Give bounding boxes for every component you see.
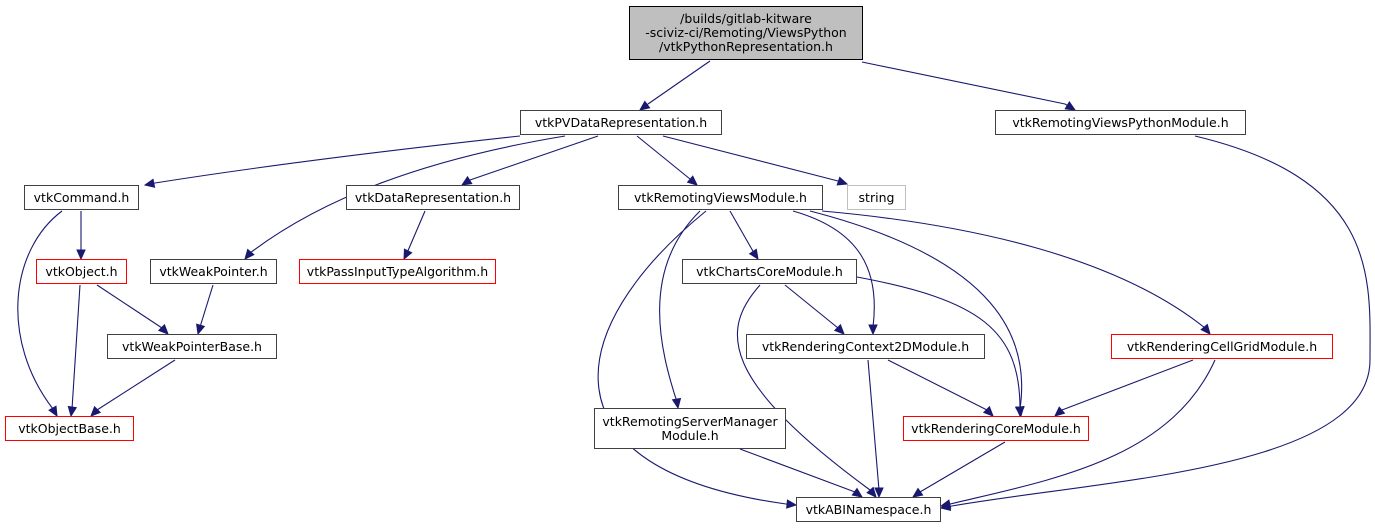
arrowhead-chartscore [748, 248, 759, 261]
node-vtkRemotingViewsModule[interactable]: vtkRemotingViewsModule.h [618, 185, 823, 210]
arrowhead-command [143, 178, 156, 188]
arrowhead-string [836, 176, 849, 186]
arrowhead-pvdatarep [639, 100, 651, 111]
edge-connector [406, 250, 409, 254]
arrowhead-renderingcore [1054, 406, 1066, 417]
edge-cellgrid-to-renderingcore [1061, 359, 1194, 411]
edge-pvdatarep-to-remotingviews [636, 135, 691, 180]
edge-connector [646, 103, 649, 106]
edge-remotingviews-to-servermanager [659, 210, 701, 403]
edge-datarep-to-passinput [406, 210, 426, 254]
edge-pvdatarep-to-command [154, 135, 521, 184]
arrowhead-abinamespace [911, 487, 924, 498]
node-vtkRenderingContext2DModule[interactable]: vtkRenderingContext2DModule.h [746, 334, 985, 359]
edge-object-to-weakpointerbase [96, 284, 163, 329]
edge-servermanager-to-abinamespace [739, 448, 856, 493]
edge-pvdatarep-to-string [662, 135, 839, 182]
node-vtkWeakPointer[interactable]: vtkWeakPointer.h [150, 259, 277, 284]
edge-cellgrid-to-abinamespace [949, 359, 1216, 505]
node-vtkRenderingCellGridModule[interactable]: vtkRenderingCellGridModule.h [1111, 334, 1333, 359]
arrowhead-passinput [403, 248, 413, 261]
edge-connector [1064, 103, 1068, 106]
edge-remotingviewspython-to-abinamespace [951, 135, 1371, 507]
edge-weakpointer-to-weakpointerbase [199, 284, 214, 328]
edge-pvdatarep-to-weakpointer [249, 135, 566, 254]
edge-connector [752, 251, 755, 254]
arrowhead-abinamespace [786, 499, 798, 509]
edge-remotingviews-to-renderingcore [809, 210, 1023, 410]
edge-remotingviews-to-abinamespace [597, 210, 787, 505]
edge-weakpointerbase-to-objectbase [96, 359, 176, 411]
arrowhead-renderingcore [982, 405, 994, 417]
edge-connector [249, 251, 252, 254]
edge-pvdatarep-to-datarep [469, 135, 599, 181]
node-vtkABINamespace[interactable]: vtkABINamespace.h [796, 497, 941, 522]
arrowhead-objectbase [48, 405, 58, 418]
node-vtkDataRepresentation[interactable]: vtkDataRepresentation.h [346, 185, 520, 210]
edge-remotingviews-to-cellgrid [821, 210, 1206, 329]
edge-remotingviews-to-context2d [792, 210, 875, 328]
node-vtkChartsCoreModule[interactable]: vtkChartsCoreModule.h [682, 259, 857, 284]
edge-connector [1203, 326, 1206, 329]
edge-root-to-pvdatarep [647, 60, 711, 105]
arrowhead-objectbase [67, 405, 78, 418]
node-string[interactable]: string [847, 185, 906, 210]
edge-root-to-remotingviewspython [861, 61, 1066, 105]
arrowhead-abinamespace [851, 487, 864, 498]
arrowhead-abinamespace [939, 499, 952, 509]
edge-chartscore-to-context2d [784, 284, 839, 329]
edge-chartscore-to-renderingcore [856, 276, 1021, 410]
edge-renderingcore-to-abinamespace [919, 441, 1006, 493]
arrowhead-remotingviewspython [1064, 101, 1077, 111]
node-vtkObject[interactable]: vtkObject.h [36, 259, 127, 284]
arrowhead-datarep [460, 175, 473, 186]
node-vtkRemotingServerManagerModule[interactable]: vtkRemotingServerManager Module.h [594, 408, 786, 449]
node-root-file: /builds/gitlab-kitware -sciviz-ci/Remoti… [629, 6, 863, 60]
arrowhead-servermanager [671, 397, 682, 410]
arrowhead-weakpointer [244, 248, 255, 260]
edge-object-to-objectbase [71, 284, 81, 410]
arrowhead-remotingviews [686, 175, 698, 186]
node-vtkWeakPointerBase[interactable]: vtkWeakPointerBase.h [107, 334, 277, 359]
edge-context2d-to-renderingcore [887, 359, 988, 411]
node-vtkObjectBase[interactable]: vtkObjectBase.h [5, 416, 134, 441]
node-vtkRemotingViewsPythonModule[interactable]: vtkRemotingViewsPythonModule.h [995, 110, 1246, 135]
node-vtkPVDataRepresentation[interactable]: vtkPVDataRepresentation.h [520, 110, 722, 135]
edge-context2d-to-abinamespace [867, 359, 880, 491]
node-vtkCommand[interactable]: vtkCommand.h [24, 185, 139, 210]
node-vtkRenderingCoreModule[interactable]: vtkRenderingCoreModule.h [903, 416, 1089, 441]
edge-command-to-objectbase [17, 210, 63, 410]
node-vtkPassInputTypeAlgorithm[interactable]: vtkPassInputTypeAlgorithm.h [299, 259, 496, 284]
edge-chartscore-to-abinamespace [736, 284, 871, 491]
edge-remotingviews-to-chartscore [729, 210, 755, 254]
